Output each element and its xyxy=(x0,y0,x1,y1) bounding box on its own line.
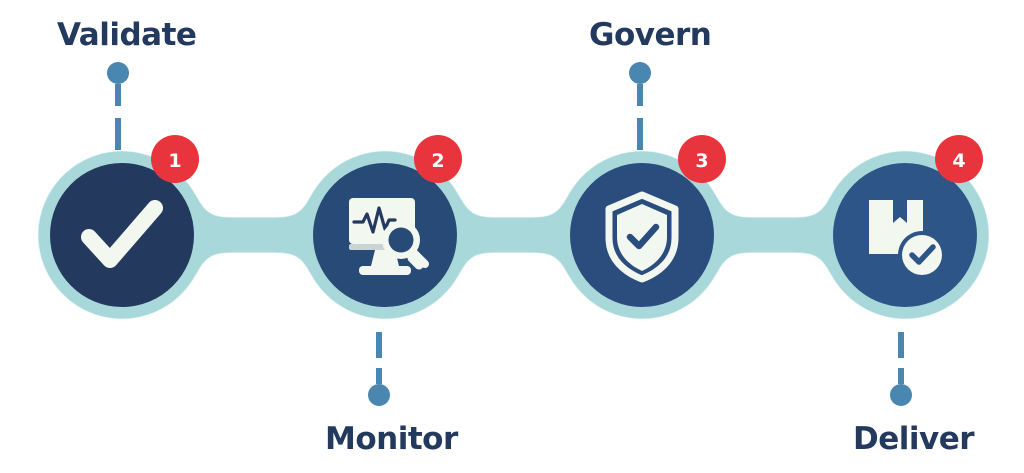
step-badge-circle-1 xyxy=(151,135,199,183)
step-label-monitor: Monitor xyxy=(325,421,458,457)
step-badge-circle-4 xyxy=(935,135,983,183)
step-node-1[interactable]: 1 xyxy=(50,135,199,307)
step-node-2[interactable]: 2 xyxy=(313,135,462,307)
step-badge-number-4: 4 xyxy=(952,150,965,172)
step-label-govern: Govern xyxy=(589,17,712,53)
check-mark-icon xyxy=(81,200,163,268)
step-badge-circle-2 xyxy=(414,135,462,183)
connector-dot-1 xyxy=(107,62,129,84)
monitor-pulse-search-icon xyxy=(349,198,429,275)
step-node-3[interactable]: 3 xyxy=(570,135,726,307)
connector-dot-4 xyxy=(890,384,912,406)
step-badge-number-1: 1 xyxy=(168,150,181,172)
step-label-deliver: Deliver xyxy=(853,421,975,457)
connector-step-3 xyxy=(629,62,651,150)
connector-step-1 xyxy=(107,62,129,150)
step-node-4[interactable]: 4 xyxy=(833,135,983,307)
connector-step-2 xyxy=(368,332,390,406)
connector-dot-2 xyxy=(368,384,390,406)
connector-step-4 xyxy=(890,332,912,406)
step-badge-number-2: 2 xyxy=(431,150,444,172)
step-badge-circle-3 xyxy=(678,135,726,183)
package-check-icon xyxy=(869,200,946,279)
connector-dot-3 xyxy=(629,62,651,84)
step-badge-number-3: 3 xyxy=(695,150,708,172)
shield-check-icon xyxy=(605,191,679,283)
step-label-validate: Validate xyxy=(57,17,197,53)
